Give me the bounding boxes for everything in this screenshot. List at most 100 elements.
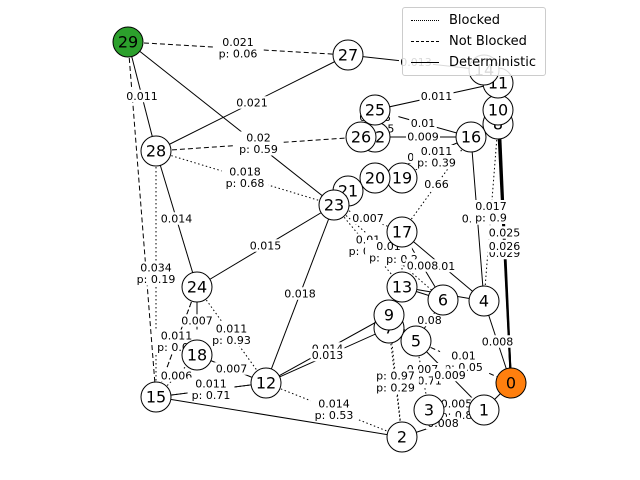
edge-label-bg	[487, 226, 522, 239]
node-label: 0	[506, 374, 516, 393]
node-circle	[318, 189, 350, 221]
edge-label: 0.015	[250, 239, 282, 252]
edge-label: p: 0.06	[219, 48, 258, 61]
edge-label: 0.01	[451, 350, 476, 363]
edge-label-bg	[470, 200, 512, 224]
edge-label-bg	[208, 322, 255, 347]
node-label: 4	[479, 292, 489, 311]
node-18: 18	[181, 339, 213, 371]
edge-label: 0.008	[482, 335, 514, 348]
node-4: 4	[468, 285, 500, 317]
edge-label: 0.011	[421, 90, 453, 103]
edge-label: 0.011	[126, 90, 158, 103]
edge-label-bg	[480, 335, 515, 348]
edge-label-bg	[180, 314, 214, 327]
node-label: 27	[338, 46, 358, 65]
edge-label: 0.011	[216, 323, 248, 336]
edge-label-bg	[159, 369, 194, 382]
edge-label-bg	[413, 145, 460, 169]
edge-label: 0.08	[417, 314, 442, 327]
node-16: 16	[455, 121, 487, 153]
node-circle	[468, 285, 500, 317]
edge-label-bg	[422, 177, 451, 191]
edge-label: 0.021	[222, 36, 254, 49]
edge-label-bg	[372, 369, 419, 382]
node-circle	[359, 162, 391, 194]
edge-label: 0.007	[352, 212, 384, 225]
node-label: 29	[118, 33, 138, 52]
node-6: 6	[427, 284, 459, 316]
edge-label: 0.014	[318, 398, 350, 411]
node-10: 10	[482, 94, 514, 126]
edge-28-26	[155, 136, 362, 152]
edge-label-bg	[159, 212, 194, 225]
node-circle	[386, 216, 418, 248]
node-27: 27	[332, 39, 364, 71]
edge-label-bg	[310, 397, 358, 422]
node-circle	[400, 325, 432, 357]
node-label: 26	[351, 128, 371, 147]
node-circle	[140, 381, 172, 413]
edge-label-bg	[125, 89, 159, 103]
legend-label: Not Blocked	[449, 33, 527, 49]
node-label: 3	[424, 401, 434, 420]
edge-label: 0.034	[140, 262, 172, 275]
node-5: 5	[400, 325, 432, 357]
node-circle	[386, 421, 418, 453]
edge-label-bg	[235, 131, 282, 156]
edge-label: 0.006	[161, 369, 193, 382]
edge-label: p: 0.29	[376, 382, 415, 395]
edge-label-bg	[406, 130, 440, 143]
node-label: 17	[392, 223, 412, 242]
edge-label: p: 0.59	[239, 143, 278, 156]
edge-label: 0.008	[407, 259, 439, 272]
edge-label: p: 0.9	[475, 212, 507, 225]
node-1: 1	[468, 394, 500, 426]
legend-swatch-solid	[411, 61, 439, 63]
node-19: 19	[386, 162, 418, 194]
node-label: 19	[392, 169, 412, 188]
node-2: 2	[386, 421, 418, 453]
nodes-layer: 0123456789101112131415161718192021222324…	[112, 26, 527, 453]
edge-label-bg	[187, 377, 235, 402]
node-17: 17	[386, 216, 418, 248]
node-circle	[495, 367, 527, 399]
edge-label: p: 0.68	[226, 177, 265, 190]
node-29: 29	[112, 26, 144, 58]
node-3: 3	[413, 394, 445, 426]
node-circle	[373, 299, 405, 331]
legend-item-deterministic: Deterministic	[411, 53, 536, 71]
node-13: 13	[386, 271, 418, 303]
edge-label: 0.007	[216, 362, 248, 375]
node-circle	[332, 39, 364, 71]
node-circle	[455, 121, 487, 153]
node-circle	[112, 26, 144, 58]
edge-label: 0.014	[161, 212, 193, 225]
edge-15-12	[155, 382, 267, 398]
edge-label-bg	[409, 116, 437, 130]
edge-label: 0.011	[195, 378, 227, 391]
node-label: 13	[392, 278, 412, 297]
edge-label: 0.66	[424, 178, 449, 191]
edge-label: 0.026	[489, 240, 521, 253]
node-circle	[140, 135, 172, 167]
edge-label: 0.013	[312, 349, 344, 362]
edge-label: 0.007	[181, 314, 213, 327]
edge-label-bg	[487, 239, 522, 253]
edge-label: 0.017	[475, 200, 507, 213]
edge-label: 0.025	[489, 226, 521, 239]
node-label: 15	[146, 388, 166, 407]
node-label: 12	[256, 374, 276, 393]
node-circle	[427, 284, 459, 316]
edge-label-bg	[214, 362, 249, 375]
edge-29-23	[127, 41, 335, 206]
node-circle	[181, 339, 213, 371]
node-label: 1	[479, 401, 489, 420]
edge-label-bg	[221, 165, 269, 190]
edge-label-bg	[310, 348, 345, 362]
node-circle	[250, 367, 282, 399]
edge-label-bg	[214, 36, 262, 60]
edge-label: 0.02	[246, 132, 271, 145]
node-label: 5	[411, 332, 421, 351]
node-12: 12	[250, 367, 282, 399]
